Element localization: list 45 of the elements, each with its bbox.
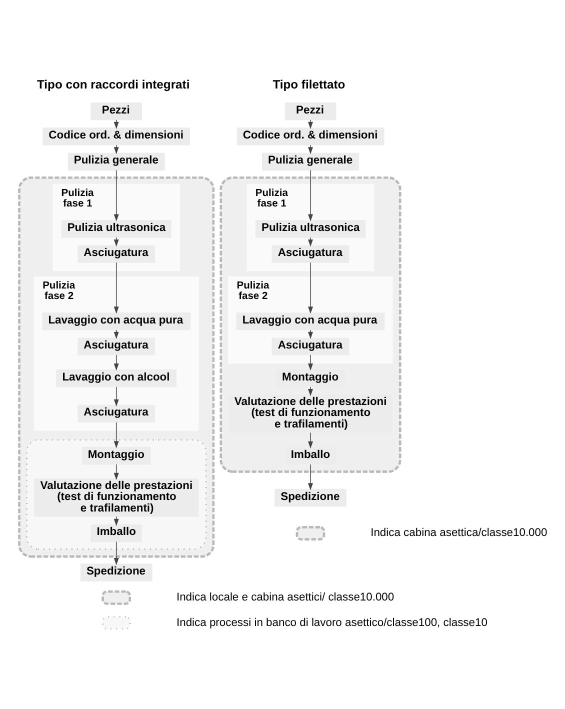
legend-label: Indica processi in banco di lavoro asettico/classe100, classe10 (176, 616, 488, 629)
arrow (114, 386, 119, 406)
node-box: Asciugatura (78, 404, 156, 423)
node-text: Valutazione delle prestazioni (test di funzionamento e trafilamenti) (234, 396, 387, 430)
node-box: Lavaggio con alcool (56, 369, 177, 388)
node-box: Asciugatura (272, 245, 350, 264)
node-box: Asciugatura (78, 338, 156, 356)
label: Tipo filettato (272, 77, 346, 92)
arrow (308, 237, 313, 247)
node-box: Asciugatura (272, 338, 350, 356)
node-text: Imballo (290, 448, 330, 461)
node-box: Pezzi (284, 102, 336, 120)
node-box: Asciugatura (78, 245, 156, 264)
node-box: Codice ord. & dimensioni (42, 128, 190, 146)
node-box: Pulizia generale (262, 152, 360, 171)
arrow (308, 262, 313, 314)
arrow (308, 464, 313, 490)
node-box: Pulizia ultrasonica (61, 220, 172, 238)
node-box: Montaggio (82, 446, 151, 465)
node-box: Codice ord. & dimensioni (236, 128, 384, 146)
arrow (114, 422, 119, 448)
arrow (114, 262, 119, 314)
arrow (308, 330, 313, 340)
arrow (308, 144, 313, 154)
node-box: Imballo (90, 524, 142, 542)
legend-label: Indica cabina asettica/classe10.000 (370, 527, 548, 540)
node-box: Pulizia ultrasonica (255, 220, 366, 238)
node-box: Spedizione (80, 564, 152, 582)
node-text: Montaggio (282, 371, 339, 384)
arrow (308, 432, 313, 448)
arrow (114, 541, 119, 566)
node-box: Lavaggio con acqua pura (236, 312, 385, 330)
arrow (308, 354, 313, 371)
arrow (308, 386, 313, 396)
node-box: Lavaggio con acqua pura (42, 312, 191, 330)
node-box: Spedizione (274, 488, 346, 507)
node-box: Valutazione delle prestazioni (test di funzionamento e trafilamenti) (34, 478, 198, 517)
arrow (114, 170, 119, 222)
cluster (220, 176, 402, 473)
node-box: Pezzi (90, 102, 142, 120)
arrow (308, 170, 313, 222)
legend-label: Indica locale e cabina asettici/ classe10.000 (176, 592, 394, 604)
arrow (308, 120, 313, 129)
label: Tipo con raccordi integrati (37, 77, 190, 92)
node-box: Pulizia generale (68, 152, 165, 171)
